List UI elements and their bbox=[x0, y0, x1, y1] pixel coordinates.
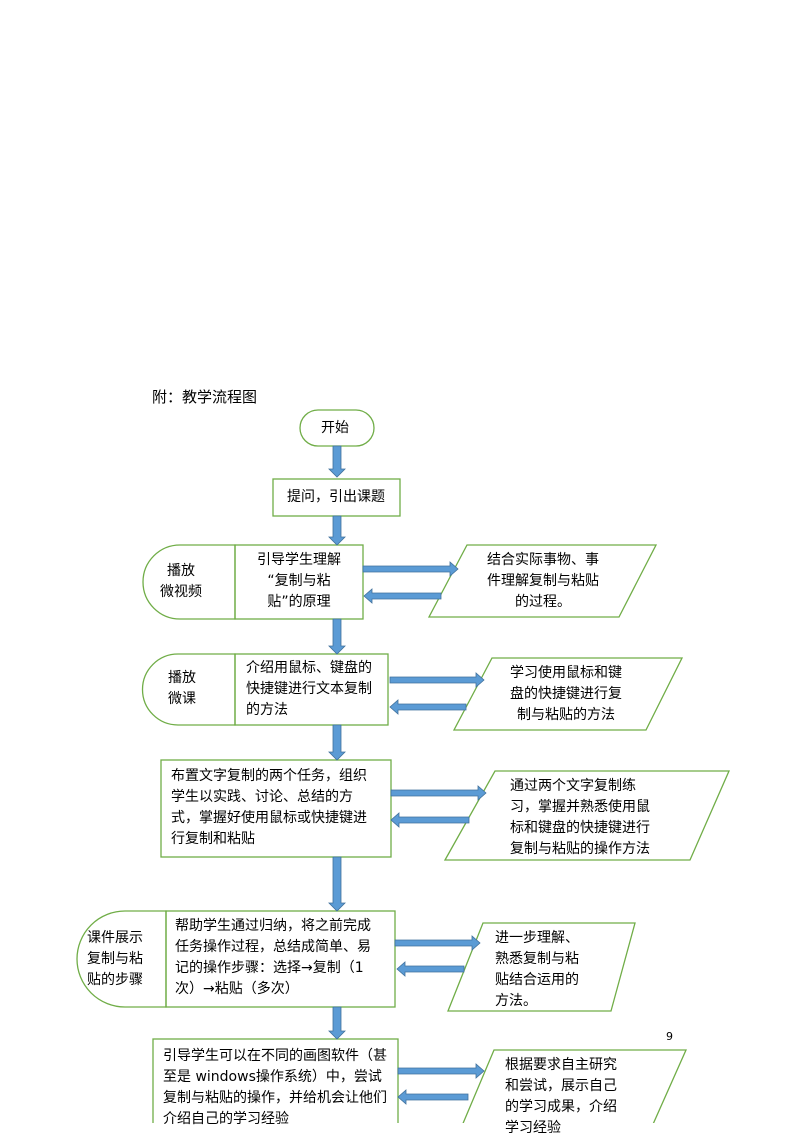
down-arrow-1 bbox=[328, 445, 346, 478]
right-arrow-3 bbox=[389, 672, 485, 688]
down-arrow-6 bbox=[328, 1006, 346, 1040]
step4-main-box bbox=[160, 759, 392, 858]
flowchart-heading: 附：教学流程图 bbox=[152, 388, 258, 406]
step2-side-shape bbox=[142, 544, 236, 620]
step3-student-text: 学习使用鼠标和键 盘的快捷键进行复 制与粘贴的方法 bbox=[510, 665, 622, 723]
down-arrow-5 bbox=[328, 856, 346, 912]
step2-side-text: 播放 微视频 bbox=[160, 563, 202, 600]
step3-main-text: 介绍用鼠标、键盘的 快捷键进行文本复制 的方法 bbox=[246, 660, 372, 718]
down-arrow-3 bbox=[328, 618, 346, 655]
step6-student-box bbox=[462, 1049, 688, 1123]
step5-main-box bbox=[165, 910, 396, 1008]
page-number: 9 bbox=[666, 1030, 673, 1043]
step6-student-text: 根据要求自主研究 和尝试，展示自己 的学习成果，介绍 学习经验 bbox=[505, 1057, 617, 1136]
step3-side-shape bbox=[141, 653, 236, 726]
step5-student-box bbox=[447, 922, 636, 1012]
left-arrow-4 bbox=[390, 812, 470, 828]
step2-main-box bbox=[234, 544, 364, 620]
left-arrow-5 bbox=[396, 961, 465, 977]
step5-side-text: 课件展示 复制与粘 贴的步骤 bbox=[87, 930, 143, 988]
right-arrow-5 bbox=[394, 935, 481, 951]
step4-student-box bbox=[443, 770, 730, 861]
left-arrow-3 bbox=[389, 699, 467, 715]
right-arrow-4 bbox=[390, 785, 487, 801]
step6-main-box bbox=[152, 1038, 399, 1123]
step5-main-text: 帮助学生通过归纳，将之前完成 任务操作过程，总结成简单、易 记的操作步骤：选择→… bbox=[175, 918, 371, 997]
step2-student-box bbox=[427, 544, 658, 618]
step1-label: 提问，引出课题 bbox=[287, 489, 385, 505]
step3-side-text: 播放 微课 bbox=[168, 670, 196, 707]
down-arrow-2 bbox=[328, 515, 346, 546]
right-arrow-6 bbox=[397, 1063, 485, 1079]
left-arrow-6 bbox=[397, 1089, 469, 1105]
down-arrow-4 bbox=[328, 724, 346, 761]
step6-main-text: 引导学生可以在不同的画图软件（甚 至是 windows操作系统）中，尝试 复制与… bbox=[163, 1048, 387, 1127]
step5-side-shape bbox=[76, 910, 167, 1008]
step2-student-text: 结合实际事物、事 件理解复制与粘贴 的过程。 bbox=[487, 552, 599, 610]
step3-main-box bbox=[234, 653, 389, 726]
step4-main-text: 布置文字复制的两个任务，组织 学生以实践、讨论、总结的方 式，掌握好使用鼠标或快… bbox=[171, 768, 367, 847]
step5-student-text: 进一步理解、 熟悉复制与粘 贴结合运用的 方法。 bbox=[495, 930, 579, 1009]
step4-student-text: 通过两个文字复制练 习，掌握并熟悉使用鼠 标和键盘的快捷键进行 复制与粘贴的操作… bbox=[510, 778, 650, 857]
step2-main-text: 引导学生理解 “复制与粘 贴”的原理 bbox=[257, 552, 341, 610]
left-arrow-2 bbox=[363, 588, 442, 604]
start-terminator bbox=[299, 409, 375, 447]
start-label: 开始 bbox=[321, 420, 349, 436]
step3-student-box bbox=[452, 657, 684, 731]
right-arrow-2 bbox=[362, 561, 459, 577]
